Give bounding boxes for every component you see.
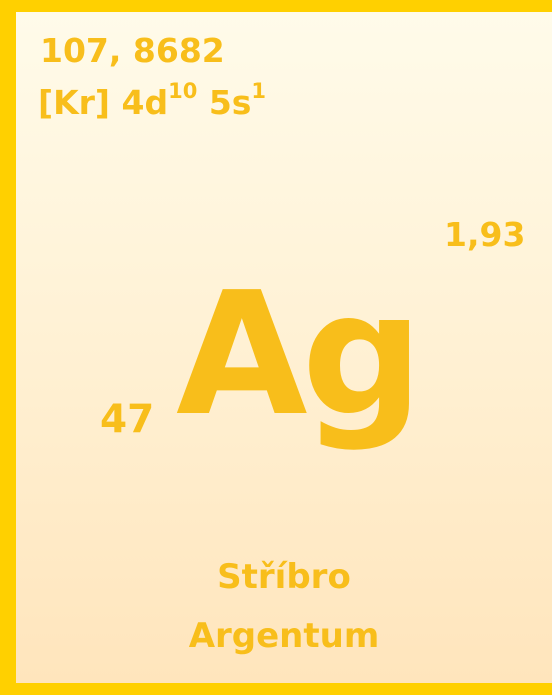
element-name-latin: Argentum [188, 616, 380, 656]
electronegativity: 1,93 [444, 215, 526, 254]
atomic-mass: 107, 8682 [40, 31, 225, 70]
element-symbol: Ag [176, 256, 423, 454]
config-prefix: [Kr] 4d [38, 83, 169, 122]
atomic-number: 47 [100, 397, 155, 442]
config-d-exponent: 10 [168, 79, 198, 103]
element-name-czech: Stříbro [217, 557, 351, 597]
config-s-exponent: 1 [251, 79, 267, 103]
config-mid: 5s [197, 83, 252, 122]
electron-configuration: [Kr] 4d10 5s1 [38, 81, 266, 122]
element-tile: 107, 8682 [Kr] 4d10 5s1 1,93 47 Ag Stříb… [16, 12, 552, 683]
